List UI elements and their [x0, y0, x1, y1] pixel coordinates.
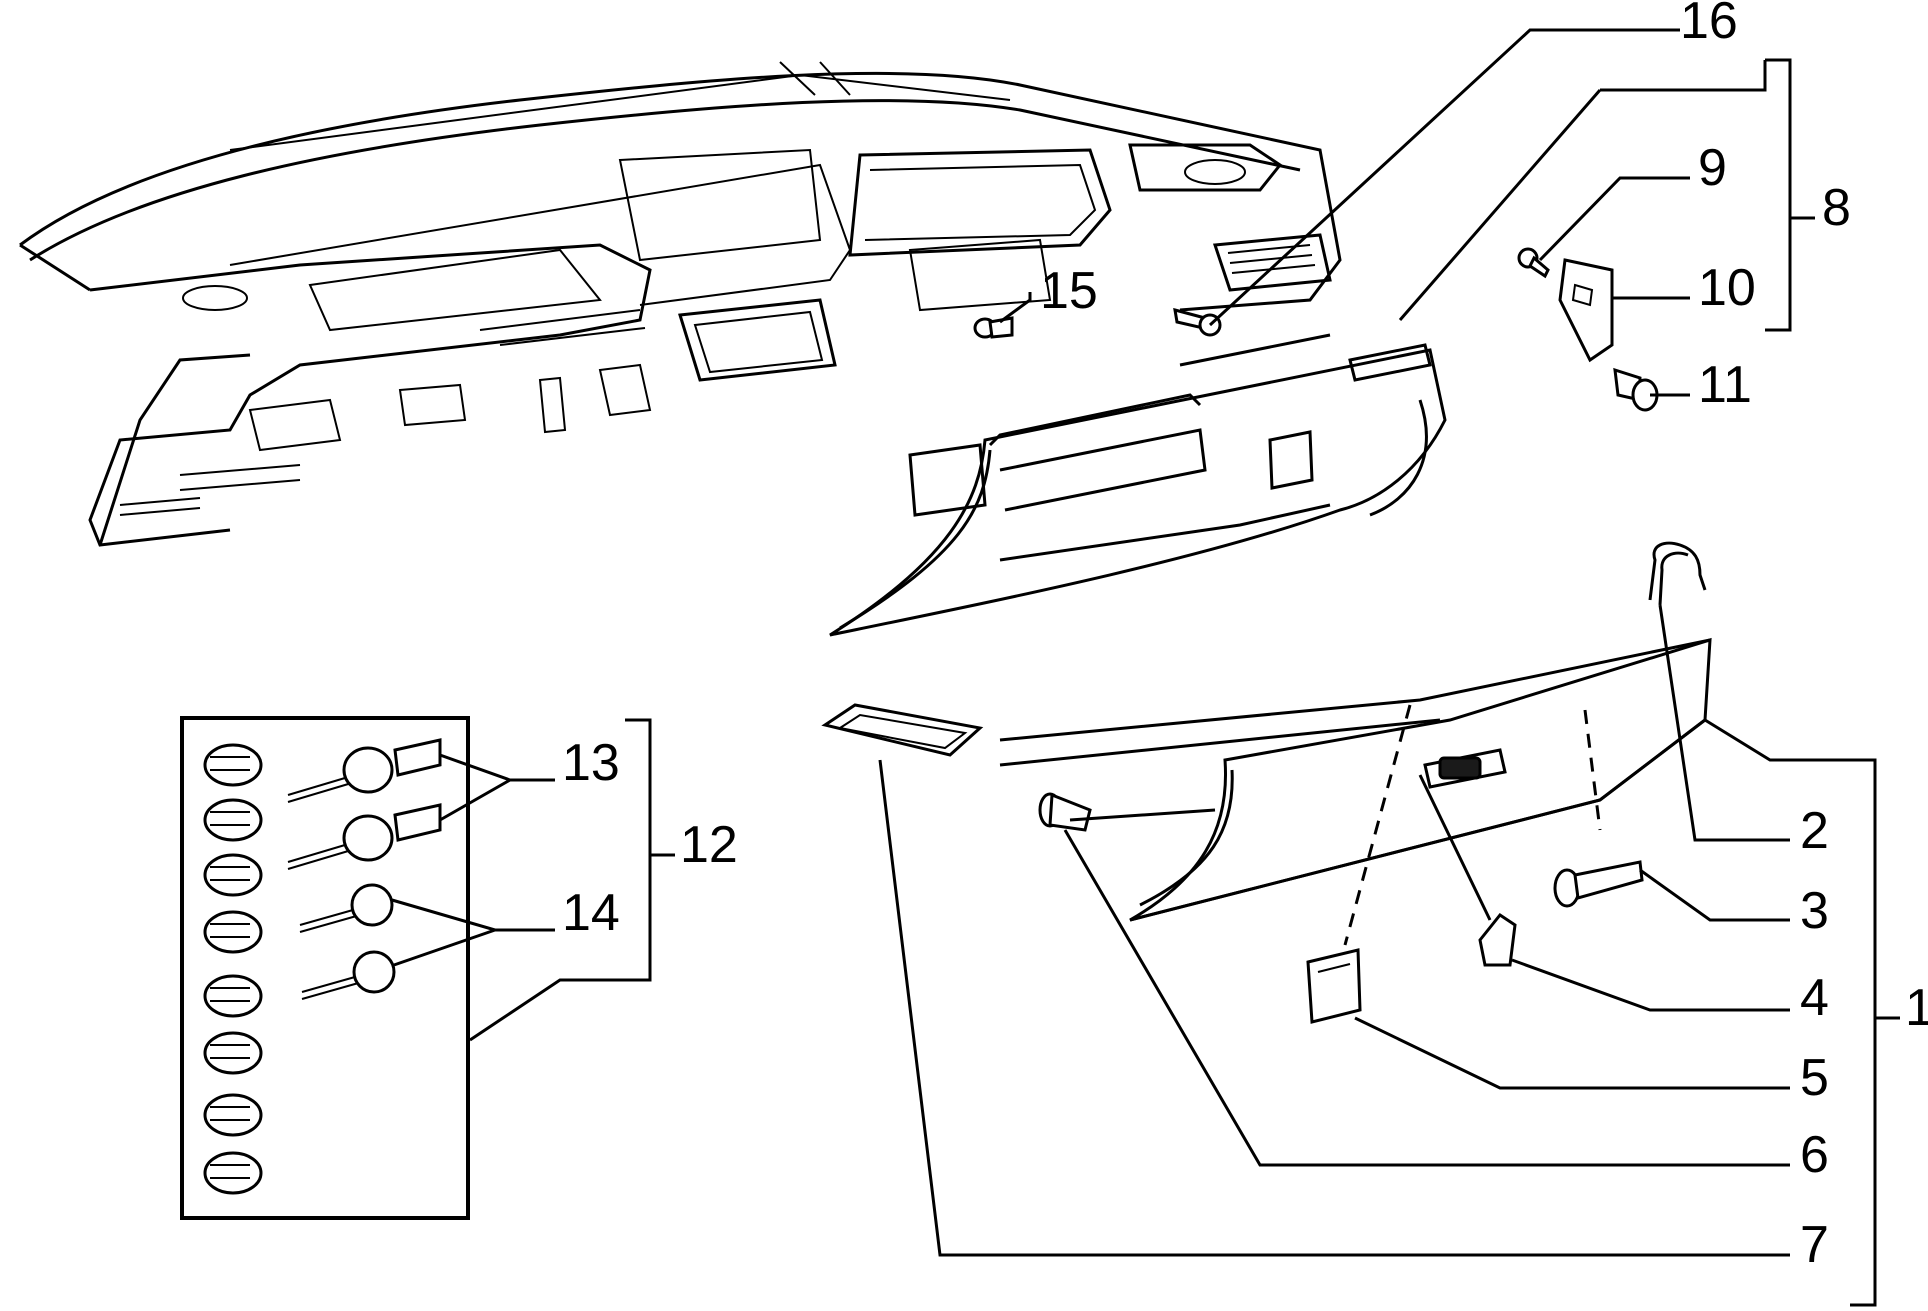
callout-8: 8	[1822, 179, 1851, 237]
push-clip-part-11	[1613, 367, 1659, 412]
dashboard-assembly	[19, 61, 1342, 547]
callout-12: 12	[680, 816, 738, 874]
hinge-plate-part-10	[1558, 258, 1614, 363]
pin-part-3	[1553, 860, 1644, 908]
keys-with-tags	[287, 738, 442, 870]
callout-16: 16	[1680, 0, 1738, 50]
callout-13: 13	[562, 734, 620, 792]
callout-1: 1	[1905, 979, 1928, 1037]
latch-wire-part-2	[1648, 541, 1707, 606]
callout-5: 5	[1800, 1049, 1829, 1107]
screw-part-15	[973, 316, 1014, 339]
cover-part-5	[1306, 948, 1362, 1024]
glovebox-door	[999, 637, 1712, 922]
callout-9: 9	[1698, 139, 1727, 197]
keys-plain	[299, 883, 396, 1000]
callout-10: 10	[1698, 259, 1756, 317]
lock-set-box-part-12	[180, 716, 470, 1220]
screw-part-9	[1517, 247, 1550, 279]
glovebox-compartment	[829, 333, 1447, 637]
light-cover-part-7	[821, 703, 984, 757]
callout-4: 4	[1800, 969, 1829, 1027]
leader-lines	[391, 28, 1900, 1307]
callout-2: 2	[1800, 802, 1829, 860]
callout-6: 6	[1800, 1126, 1829, 1184]
callout-labels: 16 9 8 10 11 15 13 12 14 2 3 4 1 5 6 7	[562, 0, 1928, 1274]
callout-14: 14	[562, 884, 620, 942]
callout-15: 15	[1040, 262, 1098, 320]
callout-11: 11	[1698, 356, 1752, 414]
clip-part-4	[1478, 912, 1517, 967]
callout-7: 7	[1800, 1216, 1829, 1274]
callout-3: 3	[1800, 882, 1829, 940]
lock-cylinder-part-6	[1038, 792, 1092, 832]
lock-cylinder-column	[203, 743, 263, 1195]
